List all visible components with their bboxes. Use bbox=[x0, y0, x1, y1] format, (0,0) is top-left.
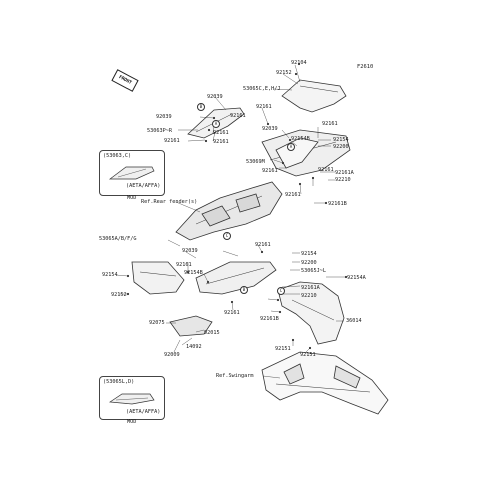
inset-top-part bbox=[108, 166, 155, 180]
part-label: 53069M bbox=[246, 159, 265, 165]
part-label: 92151 bbox=[300, 352, 316, 358]
part-label: 92161 bbox=[322, 121, 338, 127]
part-label: 92075 bbox=[149, 320, 165, 326]
cover-lower-small bbox=[169, 315, 213, 337]
swingarm bbox=[261, 351, 389, 415]
part-label: 92039 bbox=[156, 114, 172, 120]
part-label: 92154 bbox=[102, 272, 118, 278]
part-label: 92039 bbox=[207, 94, 223, 100]
rear-hugger bbox=[277, 281, 345, 345]
part-label: 92161 bbox=[285, 192, 301, 198]
inset-top-note: (AETA/AFFA) bbox=[126, 183, 161, 189]
part-label: 92039 bbox=[182, 248, 198, 254]
side-cover-upper-right bbox=[281, 79, 347, 113]
callout-a: A bbox=[212, 120, 220, 128]
part-label: 92210 bbox=[335, 177, 351, 183]
inset-top-sub: MOD bbox=[127, 195, 137, 201]
part-label: 92161 bbox=[224, 310, 240, 316]
part-label: 53065A/B/F/G bbox=[99, 236, 137, 242]
part-label: 92154 bbox=[301, 251, 317, 257]
part-label: 92161B bbox=[260, 316, 279, 322]
callout-a: A bbox=[287, 143, 295, 151]
part-label: 92161A bbox=[301, 285, 320, 291]
part-label: 92161 bbox=[255, 242, 271, 248]
part-label: 53063P~R bbox=[147, 128, 172, 134]
part-label: 36014 bbox=[346, 318, 362, 324]
part-label: 92009 bbox=[164, 352, 180, 358]
side-cover-lower-mid bbox=[195, 261, 277, 295]
part-label: 92154B bbox=[184, 270, 203, 276]
part-label: 92210 bbox=[301, 293, 317, 299]
part-label: 92015 bbox=[204, 330, 220, 336]
part-label: 14092 bbox=[186, 344, 202, 350]
part-label: 92104 bbox=[291, 60, 307, 66]
ref-swingarm: Ref.Swingarm bbox=[216, 373, 254, 379]
part-label: 92039 bbox=[262, 126, 278, 132]
part-label: 92154A bbox=[347, 275, 366, 281]
part-label: 92161 bbox=[256, 104, 272, 110]
inset-bottom-code: (53065L,D) bbox=[103, 379, 135, 385]
side-piece-lower-left bbox=[131, 261, 185, 295]
part-label: 53065J~L bbox=[301, 268, 326, 274]
part-label: 92161B bbox=[328, 201, 347, 207]
inset-bottom-part bbox=[108, 393, 155, 405]
inset-variant-bottom: (53065L,D) (AETA/AFFA) bbox=[99, 376, 165, 420]
callout-b: B bbox=[197, 103, 205, 111]
part-label: 92161 bbox=[176, 262, 192, 268]
part-label: 92161 bbox=[213, 130, 229, 136]
callout-c: C bbox=[277, 287, 285, 295]
part-label: 92152 bbox=[111, 292, 127, 298]
part-label: 92152 bbox=[276, 70, 292, 76]
part-label: 92161 bbox=[230, 113, 246, 119]
inset-bottom-sub: MOD bbox=[127, 419, 137, 425]
part-label: 92200 bbox=[333, 144, 349, 150]
callout-c: C bbox=[223, 232, 231, 240]
part-label: 92200 bbox=[301, 260, 317, 266]
rear-fender bbox=[175, 181, 283, 241]
part-label: 92154 bbox=[333, 137, 349, 143]
part-label: 92161 bbox=[213, 139, 229, 145]
part-label: 92161 bbox=[318, 167, 334, 173]
part-label: 92154B bbox=[291, 136, 310, 142]
part-label: 92151 bbox=[275, 346, 291, 352]
side-cover-mid-right bbox=[275, 137, 319, 169]
part-label: 53065C,E,H/J bbox=[243, 86, 281, 92]
part-label: 92161 bbox=[262, 168, 278, 174]
inset-bottom-note: (AETA/AFFA) bbox=[126, 409, 161, 415]
callout-b: B bbox=[240, 286, 248, 294]
inset-top-code: (53063,C) bbox=[103, 153, 132, 159]
inset-variant-top: (53063,C) (AETA/AFFA) bbox=[99, 150, 165, 196]
part-label: 92161 bbox=[164, 138, 180, 144]
part-label: 92161A bbox=[335, 170, 354, 176]
figure-code: F2610 bbox=[357, 64, 374, 70]
ref-rear-fender: Ref.Rear fender(s) bbox=[141, 199, 198, 205]
